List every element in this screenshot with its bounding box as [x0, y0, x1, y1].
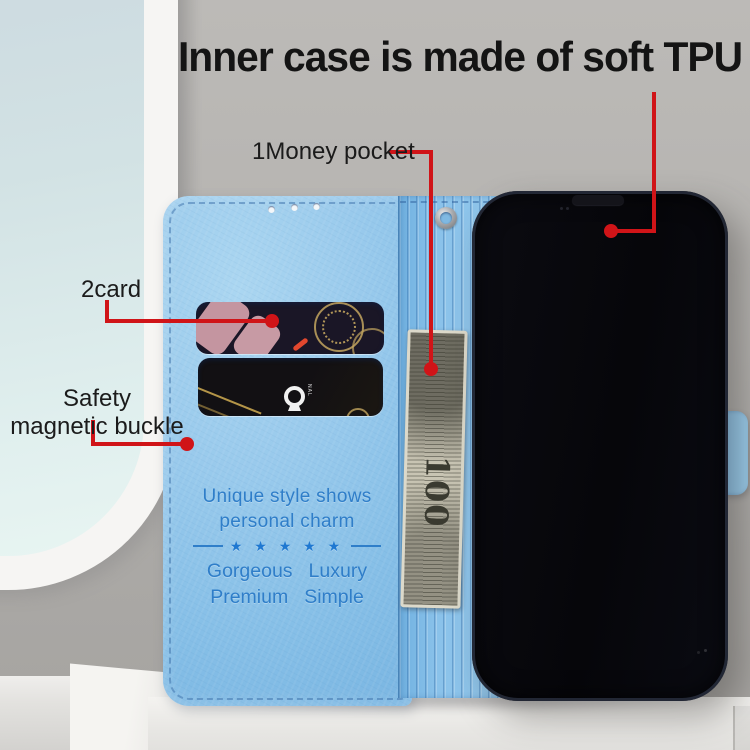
- card-slot-top: [196, 302, 384, 354]
- sensor-dot: [560, 207, 563, 210]
- table-right-shade: [735, 706, 750, 750]
- callout-line-money: [429, 150, 433, 371]
- five-stars-icon: ★ ★ ★ ★ ★: [229, 537, 345, 554]
- slogan-line-1: Unique style shows: [202, 486, 372, 507]
- flap-hole: [313, 203, 320, 210]
- eyelet-hole: [440, 212, 452, 224]
- divider-rule: [351, 545, 382, 547]
- card-art-ring: [346, 408, 370, 416]
- lanyard-eyelet: [435, 207, 457, 229]
- phone-notch: [572, 195, 624, 205]
- label-buckle-line-2: magnetic buckle: [10, 413, 184, 440]
- case-printed-slogan: Unique style shows personal charm ★ ★ ★ …: [175, 484, 399, 610]
- slogan-word-premium: Premium: [210, 586, 289, 608]
- table-corner-seam: [733, 706, 735, 750]
- flap-hole: [268, 206, 275, 213]
- callout-line-tpu: [652, 92, 656, 233]
- card-art-ring: [322, 310, 356, 344]
- callout-dot-money: [424, 362, 438, 376]
- card-art-line: [198, 398, 245, 416]
- leather-texture: [163, 196, 412, 706]
- slogan-words-row-1: Gorgeous Luxury: [175, 558, 399, 584]
- slogan-word-luxury: Luxury: [308, 560, 368, 582]
- phone: [472, 191, 728, 701]
- label-buckle: Safety magnetic buckle: [8, 385, 186, 441]
- callout-dot-tpu: [604, 224, 618, 238]
- card-art-ring: [314, 302, 364, 352]
- slogan-words-row-2: Premium Simple: [175, 584, 399, 610]
- card-art-dash: [292, 337, 309, 352]
- flap-hole: [291, 204, 298, 211]
- callout-line-money: [389, 150, 433, 154]
- callout-line-buckle: [91, 420, 95, 446]
- card-logo-icon: [288, 406, 301, 411]
- headline: Inner case is made of soft TPU: [177, 33, 743, 80]
- slogan-word-gorgeous: Gorgeous: [206, 560, 293, 582]
- label-money-pocket: 1Money pocket: [252, 138, 415, 165]
- pocket-stitching: [400, 201, 510, 203]
- stitching-border: [169, 202, 406, 700]
- card-art-line: [198, 383, 262, 415]
- label-buckle-line-1: Safety: [62, 385, 132, 412]
- callout-dot-buckle: [180, 437, 194, 451]
- card-microtext: NAL: [306, 384, 312, 397]
- callout-line-card: [105, 300, 109, 323]
- screen-reflection: [704, 649, 707, 652]
- card-slot-bottom: NAL: [198, 358, 383, 416]
- star-divider: ★ ★ ★ ★ ★: [175, 534, 399, 558]
- wallet-case-flap: [163, 196, 412, 706]
- slogan-word-simple: Simple: [304, 586, 364, 608]
- callout-line-card: [105, 319, 276, 323]
- table-ledge-left: [0, 676, 70, 750]
- card-art-ring: [352, 328, 384, 354]
- divider-rule: [192, 545, 223, 547]
- callout-dot-card: [265, 314, 279, 328]
- callout-line-buckle: [91, 442, 190, 446]
- bill-denomination: 100: [416, 455, 457, 529]
- slogan-line-2: personal charm: [219, 511, 355, 532]
- label-card: 2card: [81, 276, 142, 303]
- card-logo-icon: [284, 386, 305, 407]
- callout-line-tpu: [610, 229, 656, 233]
- sensor-dot: [566, 207, 569, 210]
